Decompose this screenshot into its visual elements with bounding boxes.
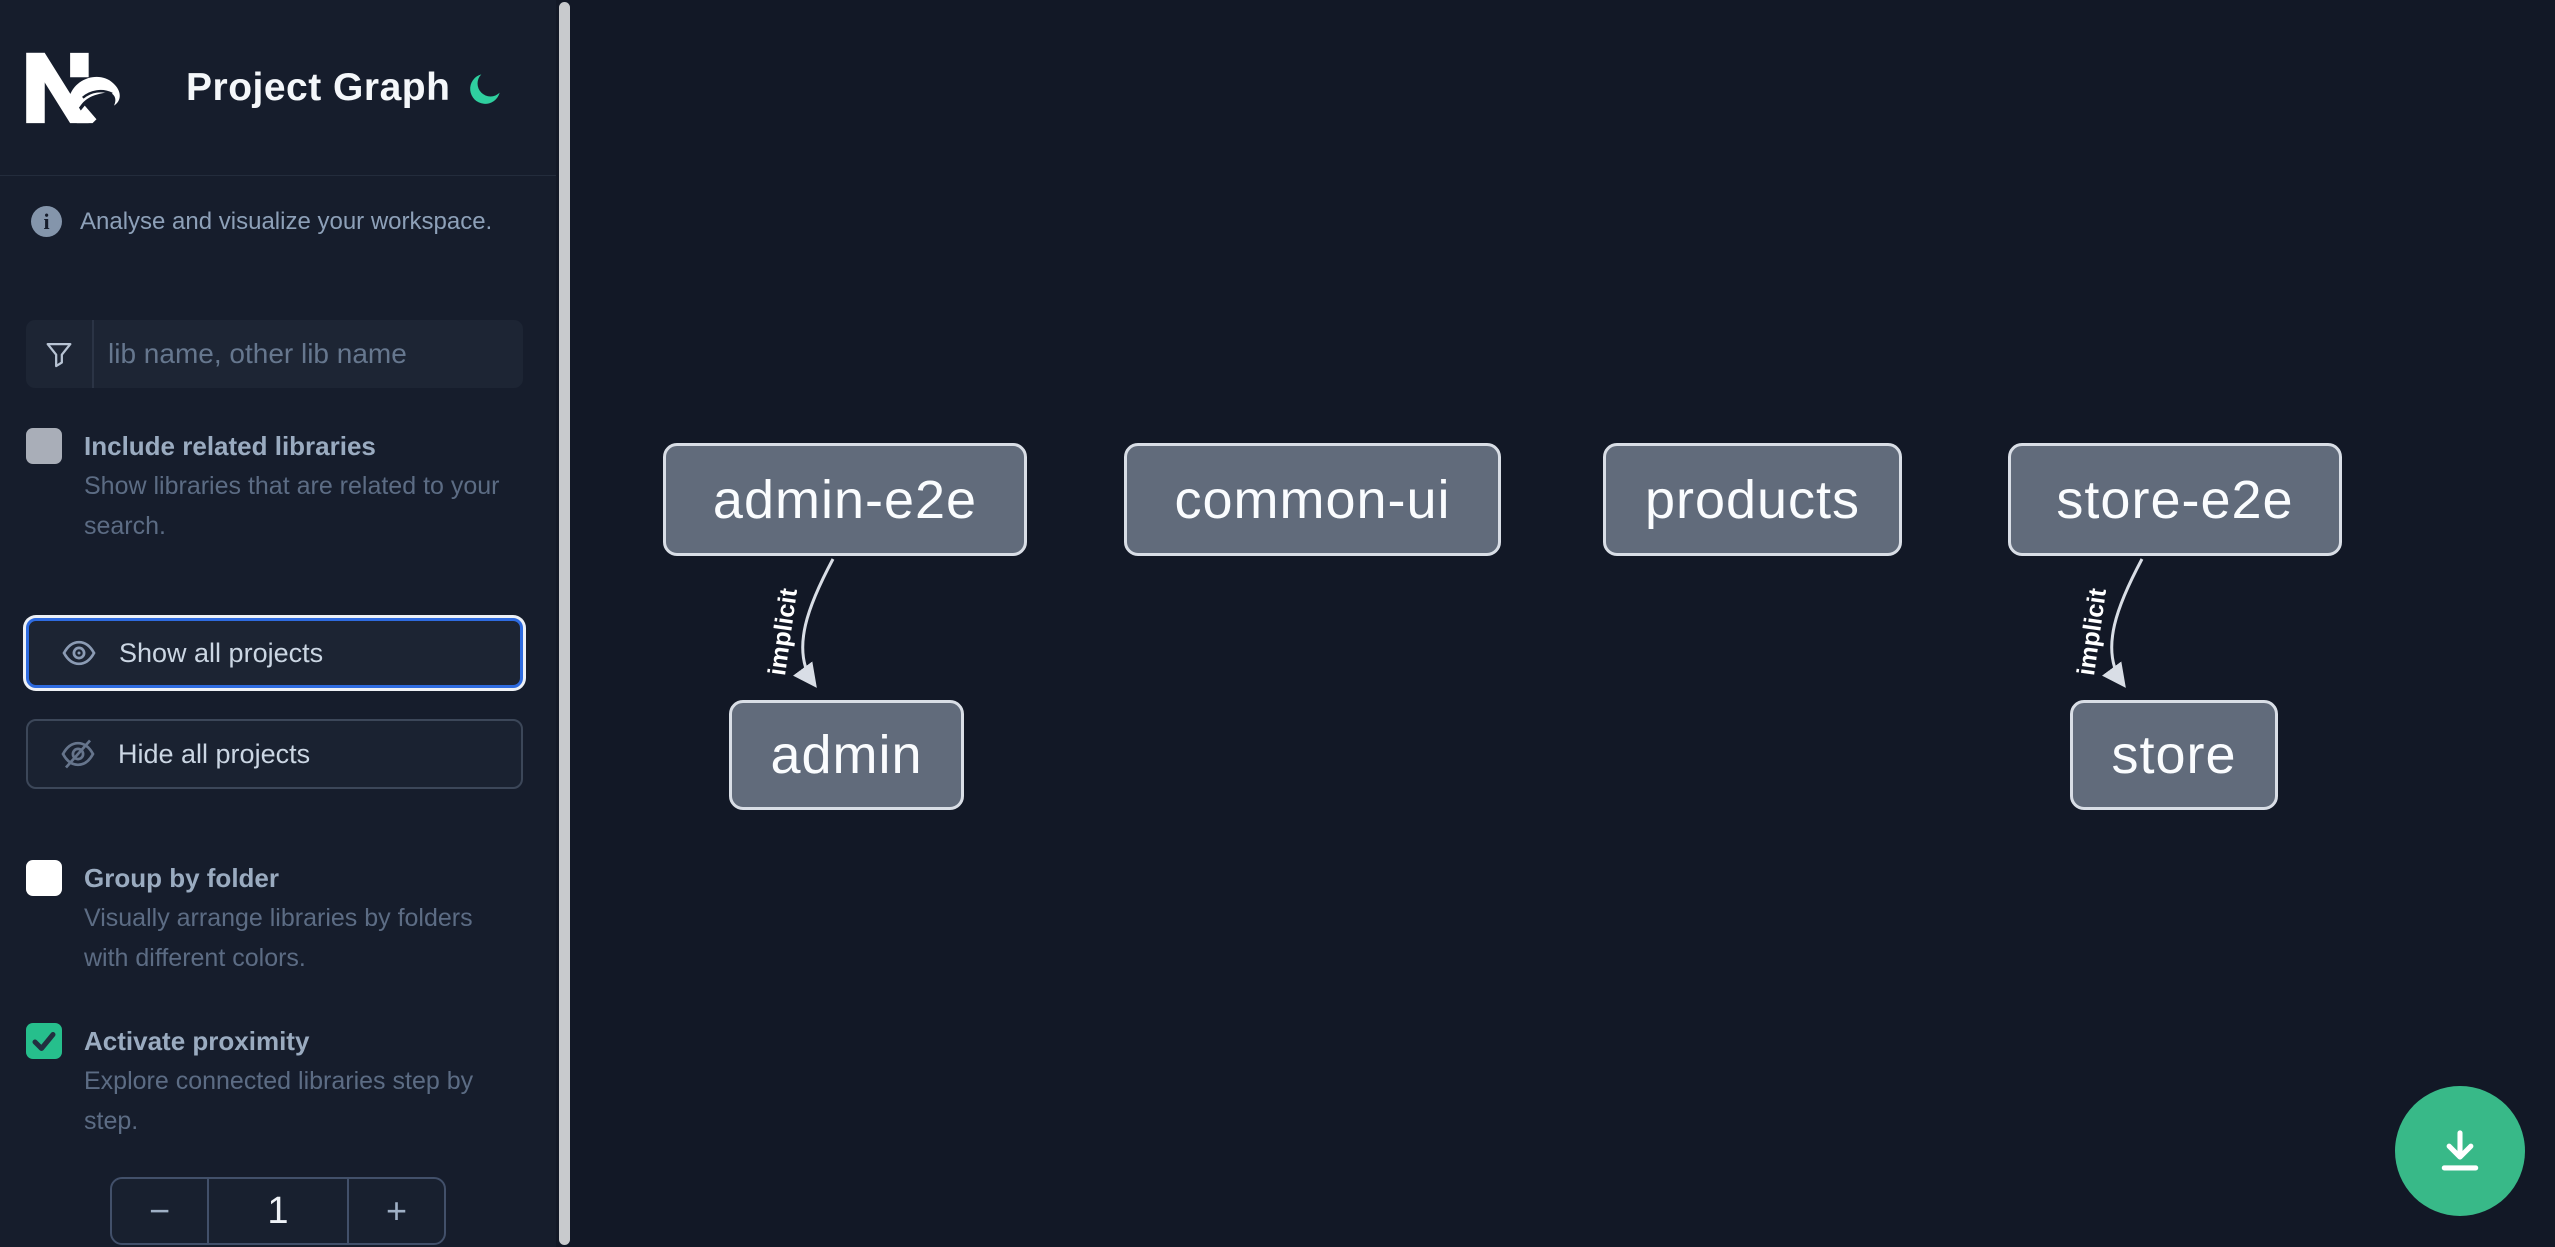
checkmark-icon: [32, 1032, 56, 1051]
graph-node-admin-e2e[interactable]: admin-e2e: [663, 443, 1027, 556]
workspace-info: i Analyse and visualize your workspace.: [31, 206, 530, 237]
page-title: Project Graph: [186, 65, 451, 109]
moon-icon: [470, 73, 500, 104]
sidebar-header: Project Graph: [0, 0, 556, 176]
proximity-depth-value: 1: [267, 1189, 289, 1232]
graph-node-common-ui[interactable]: common-ui: [1124, 443, 1501, 556]
include-related-checkbox[interactable]: [26, 428, 62, 464]
button-label: Hide all projects: [118, 738, 311, 769]
project-actions: Show all projects Hide all projects: [0, 618, 556, 789]
edge-label: implicit: [763, 586, 803, 677]
search-box: [26, 320, 523, 388]
graph-edge[interactable]: [2101, 558, 2144, 688]
decrement-button[interactable]: −: [112, 1179, 209, 1243]
toggle-label[interactable]: Activate proximity: [84, 1026, 310, 1056]
toggle-description: Visually arrange libraries by folders wi…: [84, 904, 473, 972]
toggle-description: Explore connected libraries step by step…: [84, 1067, 474, 1135]
theme-toggle-button[interactable]: [466, 68, 506, 108]
toggle-description: Show libraries that are related to your …: [84, 472, 500, 540]
toggle-activate-proximity: Activate proximity Explore connected lib…: [26, 1021, 523, 1141]
info-text: Analyse and visualize your workspace.: [80, 207, 493, 235]
search-input[interactable]: [94, 320, 523, 388]
graph-node-products[interactable]: products: [1603, 443, 1902, 556]
scrollbar-thumb[interactable]: [559, 2, 570, 1245]
show-all-projects-button[interactable]: Show all projects: [26, 618, 523, 688]
nx-logo: [26, 52, 120, 123]
graph-edge[interactable]: [792, 558, 835, 688]
toggle-label[interactable]: Include related libraries: [84, 431, 376, 461]
graph-node-admin[interactable]: admin: [729, 700, 964, 810]
sidebar-scrollbar: [556, 0, 574, 1247]
proximity-depth-stepper: − 1 +: [110, 1177, 446, 1245]
toggle-group-by-folder: Group by folder Visually arrange librari…: [26, 858, 523, 978]
sidebar: Project Graph i Analyse and visualize yo…: [0, 0, 556, 1247]
toggle-include-related-libraries: Include related libraries Show libraries…: [26, 426, 523, 546]
increment-button[interactable]: +: [347, 1179, 444, 1243]
graph-node-store[interactable]: store: [2070, 700, 2278, 810]
group-by-folder-checkbox[interactable]: [26, 860, 62, 896]
download-graph-button[interactable]: [2395, 1086, 2525, 1216]
toggle-label[interactable]: Group by folder: [84, 863, 279, 893]
download-icon: [2441, 1130, 2479, 1171]
filter-icon: [26, 320, 94, 388]
edge-label: implicit: [2072, 586, 2112, 677]
info-icon: i: [31, 206, 62, 237]
button-label: Show all projects: [119, 637, 324, 668]
activate-proximity-checkbox[interactable]: [26, 1023, 62, 1059]
hide-all-projects-button[interactable]: Hide all projects: [26, 719, 523, 789]
eye-off-icon: [61, 739, 95, 769]
graph-node-store-e2e[interactable]: store-e2e: [2008, 443, 2342, 556]
eye-icon: [62, 640, 96, 666]
